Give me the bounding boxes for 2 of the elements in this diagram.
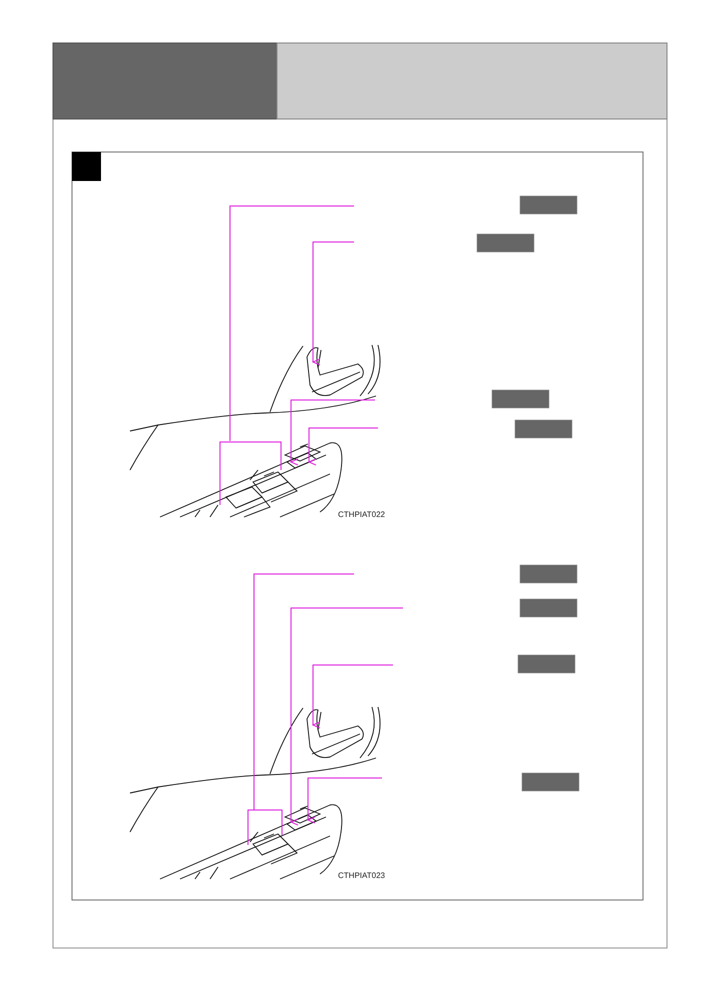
figure-code: CTHPIAT022 [338, 510, 385, 519]
figure-code: CTHPIAT023 [338, 871, 385, 880]
